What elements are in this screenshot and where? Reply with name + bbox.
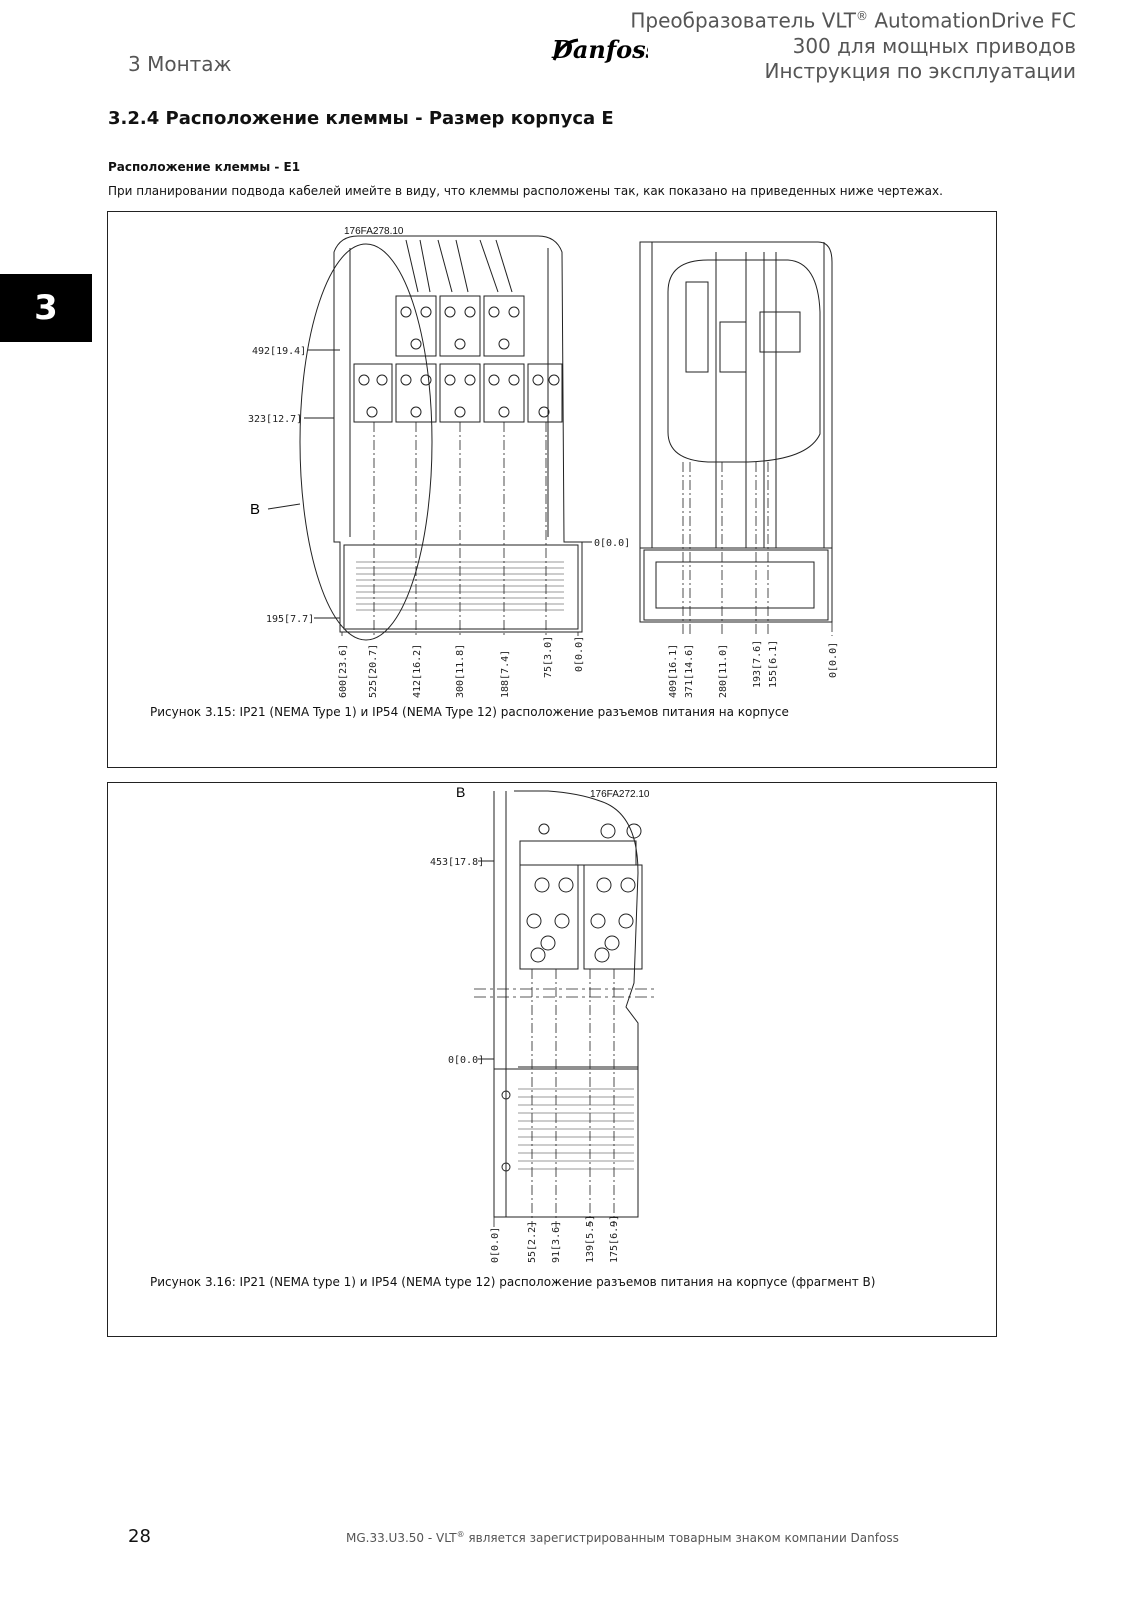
dim-front-3: 412[16.2]	[412, 644, 423, 698]
dim-side-6: 0[0.0]	[828, 642, 839, 678]
intro-text: При планировании подвода кабелей имейте …	[108, 184, 943, 198]
dim2-left-2: 0[0.0]	[448, 1055, 484, 1066]
dim-side-4: 193[7.6]	[752, 640, 763, 688]
callout-b: B	[250, 501, 260, 518]
chapter-tab: 3	[0, 274, 92, 342]
dim-side-5: 155[6.1]	[768, 640, 779, 688]
figure-3-16: B 176FA272.10 453[17.8] 0[0.0] 0[0.0] 55…	[107, 782, 997, 1337]
dim-front-6: 75[3.0]	[543, 636, 554, 678]
logo-text: Danfoss	[551, 35, 648, 64]
dim-side-3: 280[11.0]	[718, 644, 729, 698]
figure2-caption: Рисунок 3.16: IP21 (NEMA type 1) и IP54 …	[150, 1275, 876, 1289]
dim2-bottom-3: 91[3.6]	[551, 1221, 562, 1263]
detail-label-b: B	[456, 784, 465, 800]
dim2-bottom-5: 175[6.9]	[609, 1215, 620, 1263]
header-title: Преобразователь VLT® AutomationDrive FC …	[630, 8, 1076, 83]
dim-front-5: 188[7.4]	[500, 650, 511, 698]
drawing-e1-detail-b: B 176FA272.10 453[17.8] 0[0.0] 0[0.0] 55…	[430, 784, 654, 1263]
figure-3-15: 176FA278.10 B 492[19.4] 323[12.7] 195[7.…	[107, 211, 997, 768]
drawing-e1-front-side: 176FA278.10 B 492[19.4] 323[12.7] 195[7.…	[248, 226, 839, 698]
dim2-bottom-2: 55[2.2]	[527, 1221, 538, 1263]
page-number: 28	[128, 1526, 151, 1547]
dim-front-7: 0[0.0]	[574, 636, 585, 672]
figure1-caption: Рисунок 3.15: IP21 (NEMA Type 1) и IP54 …	[150, 705, 789, 719]
dim-side-1: 409[16.1]	[668, 644, 679, 698]
dim-front-2: 525[20.7]	[368, 644, 379, 698]
dim-front-4: 300[11.8]	[455, 644, 466, 698]
figure2-code: 176FA272.10	[590, 789, 650, 800]
footer-text: MG.33.U3.50 - VLT® является зарегистриро…	[346, 1530, 899, 1545]
danfoss-logo: Danfoss	[548, 30, 660, 75]
dim-front-1: 600[23.6]	[338, 644, 349, 698]
dim2-bottom-1: 0[0.0]	[490, 1227, 501, 1263]
section-heading: 3.2.4 Расположение клеммы - Размер корпу…	[108, 108, 614, 129]
dim-left-2: 323[12.7]	[248, 414, 302, 425]
dim-side-2: 371[14.6]	[684, 644, 695, 698]
dim-right-zero: 0[0.0]	[594, 538, 630, 549]
dim2-left-1: 453[17.8]	[430, 857, 484, 868]
sub-heading: Расположение клеммы - E1	[108, 160, 301, 174]
header-section: 3 Монтаж	[128, 52, 232, 76]
dim-left-1: 492[19.4]	[252, 346, 306, 357]
dim-left-3: 195[7.7]	[266, 614, 314, 625]
dim2-bottom-4: 139[5.5]	[585, 1215, 596, 1263]
figure1-code: 176FA278.10	[344, 226, 404, 237]
